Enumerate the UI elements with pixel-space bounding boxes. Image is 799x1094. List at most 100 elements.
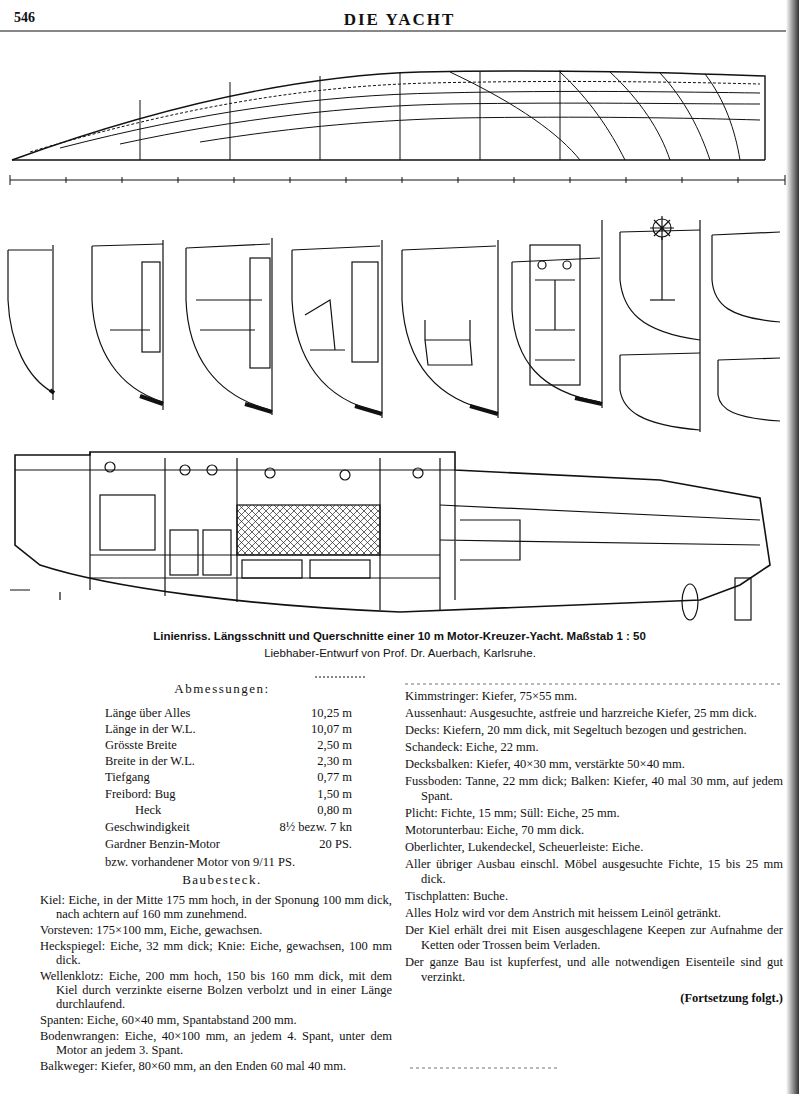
lines-plan-part bbox=[402, 177, 403, 183]
lines-plan-part bbox=[610, 72, 670, 160]
cross-sections-part bbox=[620, 230, 700, 340]
spec-name: Grösste Breite bbox=[105, 738, 177, 752]
spec-paragraph: Decks: Kiefern, 20 mm dick, mit Segeltuc… bbox=[405, 723, 783, 738]
spec-paragraph: Motorunterbau: Eiche, 70 mm dick. bbox=[405, 823, 783, 838]
cross-sections-part bbox=[305, 300, 345, 350]
spec-value: 0,77 m bbox=[317, 770, 352, 784]
cross-sections-part bbox=[535, 280, 575, 360]
spec-name: Tiefgang bbox=[105, 770, 150, 784]
longitudinal-section-part bbox=[413, 468, 423, 478]
cross-sections-part bbox=[425, 320, 472, 365]
cross-sections-part bbox=[699, 220, 700, 345]
lines-plan-part bbox=[290, 177, 291, 183]
cross-sections-part bbox=[620, 353, 700, 430]
cross-sections-part bbox=[352, 262, 378, 362]
lines-plan-part bbox=[66, 177, 67, 183]
spec-paragraph: Der Kiel erhält drei mit Eisen ausgeschl… bbox=[405, 923, 783, 953]
longitudinal-section-part bbox=[340, 470, 350, 480]
text-column: Kiel: Eiche, in der Mitte 175 mm hoch, i… bbox=[40, 893, 392, 1075]
section-heading: Baubesteck. bbox=[182, 873, 262, 888]
cross-sections-part bbox=[470, 406, 498, 414]
designer-credit: Liebhaber-Entwurf von Prof. Dr. Auerbach… bbox=[264, 647, 536, 660]
figure-caption: Linienriss. Längsschnitt und Querschnitt… bbox=[0, 630, 799, 643]
lines-plan-part bbox=[626, 177, 627, 183]
longitudinal-section-part bbox=[460, 520, 520, 560]
cross-sections-part bbox=[650, 216, 674, 240]
spec-value: 1,50 m bbox=[317, 787, 352, 801]
cross-sections-part bbox=[250, 258, 270, 368]
cross-sections-part bbox=[186, 244, 270, 410]
cross-sections-part bbox=[575, 398, 602, 404]
lines-plan-part bbox=[346, 177, 347, 183]
spec-paragraph: Bodenwrangen: Eiche, 40×100 mm, an jedem… bbox=[40, 1029, 392, 1057]
cross-sections-part bbox=[563, 261, 571, 269]
lines-plan-part bbox=[660, 73, 710, 160]
lines-plan-part bbox=[785, 175, 786, 185]
spec-paragraph: Kiel: Eiche, in der Mitte 175 mm hoch, i… bbox=[40, 893, 392, 921]
lines-plan-part bbox=[12, 71, 765, 160]
spec-paragraph: Plicht: Fichte, 15 mm; Süll: Eiche, 25 m… bbox=[405, 806, 783, 821]
lines-plan-part bbox=[230, 82, 231, 160]
page-number: 546 bbox=[14, 10, 35, 26]
rules-part bbox=[315, 677, 365, 678]
longitudinal-section-part bbox=[207, 465, 217, 475]
lines-plan-part bbox=[178, 177, 179, 183]
lines-plan-part bbox=[140, 100, 141, 160]
spec-paragraph: Wellenklotz: Eiche, 200 mm hoch, 150 bis… bbox=[40, 969, 392, 1011]
lines-plan-part bbox=[234, 177, 235, 183]
longitudinal-section-part bbox=[180, 465, 190, 475]
page-title: DIE YACHT bbox=[0, 10, 799, 30]
cross-sections bbox=[8, 216, 780, 432]
spec-paragraph: Kimmstringer: Kiefer, 75×55 mm. bbox=[405, 689, 783, 704]
longitudinal-section-part bbox=[682, 584, 698, 620]
spec-value: 0,80 m bbox=[317, 803, 352, 817]
cross-sections-part bbox=[497, 240, 498, 418]
cross-sections-part bbox=[402, 246, 496, 412]
spec-paragraph: Alles Holz wird vor dem Anstrich mit hei… bbox=[405, 906, 783, 921]
rules-part bbox=[405, 684, 780, 685]
spec-name: Breite in der W.L. bbox=[105, 754, 195, 768]
spec-name: Heck bbox=[135, 803, 161, 817]
lines-plan-part bbox=[570, 177, 571, 183]
cross-sections-part bbox=[530, 245, 580, 385]
lines-plan-part bbox=[738, 177, 739, 183]
cross-sections-part bbox=[142, 262, 160, 352]
longitudinal-section-part bbox=[242, 560, 302, 578]
spec-paragraph: Der ganze Bau ist kupferfest, und alle n… bbox=[405, 955, 783, 985]
lines-plan-part bbox=[320, 76, 321, 160]
cross-sections-part bbox=[661, 237, 662, 300]
longitudinal-section-part bbox=[15, 452, 770, 612]
longitudinal-section-part bbox=[105, 462, 115, 472]
spec-value: 8½ bezw. 7 kn bbox=[280, 820, 352, 834]
spec-value: 2,30 m bbox=[317, 754, 352, 768]
cross-sections-part bbox=[601, 220, 602, 408]
cross-sections-part bbox=[718, 358, 780, 421]
spec-name: Länge über Alles bbox=[105, 706, 190, 720]
header-rule bbox=[0, 30, 786, 31]
lines-plan-part bbox=[705, 74, 740, 160]
cross-sections-part bbox=[140, 396, 163, 404]
lines-plan-part bbox=[60, 91, 760, 148]
spec-paragraph: Heckspiegel: Eiche, 32 mm dick; Knie: Ei… bbox=[40, 939, 392, 967]
spec-name: Geschwindigkeit bbox=[105, 820, 190, 834]
spec-name: Länge in der W.L. bbox=[105, 722, 196, 736]
rules-part bbox=[410, 1068, 560, 1069]
spec-name: Gardner Benzin-Motor bbox=[105, 837, 220, 851]
text-column: Kimmstringer: Kiefer, 75×55 mm. Aussenhau… bbox=[405, 689, 783, 1008]
lines-plan-part bbox=[450, 72, 580, 160]
spec-paragraph: Oberlichter, Lukendeckel, Scheuerleiste:… bbox=[405, 840, 783, 855]
lines-plan-part bbox=[560, 72, 625, 160]
spec-paragraph: Aussenhaut: Ausgesuchte, astfreie und ha… bbox=[405, 706, 783, 721]
spec-paragraph: Balkweger: Kiefer, 80×60 mm, an den Ende… bbox=[40, 1059, 392, 1073]
longitudinal-section-part bbox=[170, 530, 198, 575]
spec-paragraph: Spanten: Eiche, 60×40 mm, Spantabstand 2… bbox=[40, 1013, 392, 1027]
longitudinal-section-part bbox=[310, 560, 370, 578]
scan-edge bbox=[786, 0, 799, 1094]
lines-plan-part bbox=[122, 177, 123, 183]
lines-plan-part bbox=[120, 103, 760, 144]
longitudinal-section-part bbox=[15, 469, 455, 470]
cross-sections-part bbox=[538, 261, 546, 269]
longitudinal-section-part bbox=[237, 505, 380, 555]
lines-plan bbox=[10, 70, 785, 185]
spec-paragraph: Vorsteven: 175×100 mm, Eiche, gewachsen. bbox=[40, 923, 392, 937]
